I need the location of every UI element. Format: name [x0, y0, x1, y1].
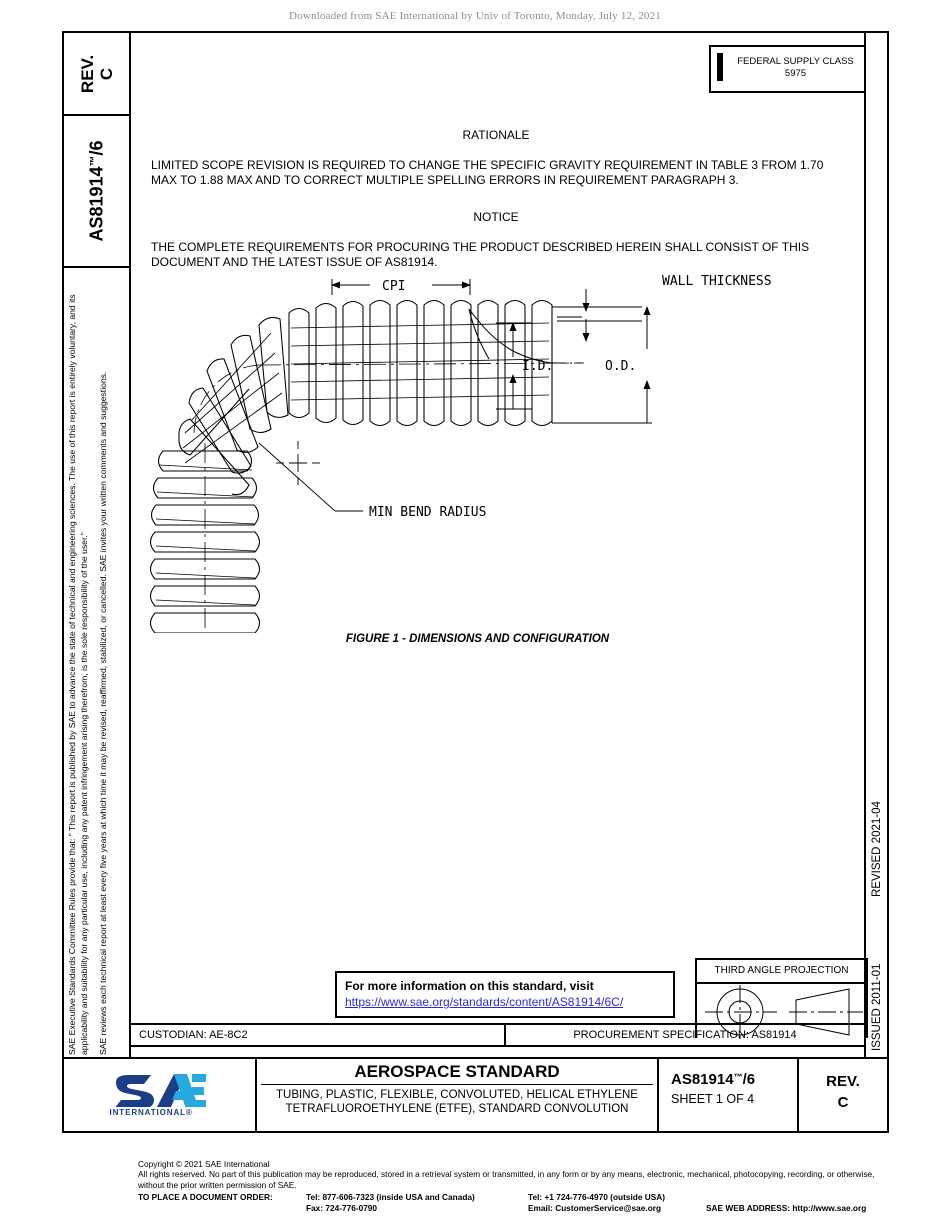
tel-outside-usa: Tel: +1 724-776-4970 (outside USA): [528, 1192, 666, 1203]
tel-inside-usa: Tel: 877-606-7323 (inside USA and Canada…: [306, 1192, 475, 1203]
figure-caption: FIGURE 1 - DIMENSIONS AND CONFIGURATION: [345, 633, 610, 645]
email-address: Email: CustomerService@sae.org: [528, 1203, 662, 1214]
custodian-cell: CUSTODIAN: AE-8C2: [131, 1025, 506, 1045]
document-number-box: AS81914™/6: [64, 116, 129, 268]
title-rev-label: REV.: [826, 1073, 860, 1090]
title-doc-number: AS81914: [671, 1071, 734, 1088]
more-information-box: For more information on this standard, v…: [335, 971, 675, 1018]
min-bend-radius-label: MIN BEND RADIUS: [369, 505, 486, 520]
page-footer: Copyright © 2021 SAE International All r…: [138, 1159, 898, 1214]
document-frame: REV. C AS81914™/6 SAE Executive Standard…: [62, 31, 889, 1059]
trademark-symbol: ™: [88, 155, 100, 167]
rationale-text: LIMITED SCOPE REVISION IS REQUIRED TO CH…: [151, 158, 824, 187]
document-id-cell: AS81914™/6 SHEET 1 OF 4: [659, 1059, 799, 1131]
wall-thickness-label: WALL THICKNESS: [662, 274, 772, 289]
outer-diameter-label: O.D.: [605, 359, 636, 374]
right-margin-strip: ISSUED 2011-01 REVISED 2021-04: [864, 33, 887, 1057]
title-cell: AEROSPACE STANDARD TUBING, PLASTIC, FLEX…: [257, 1059, 659, 1131]
document-suffix: /6: [86, 140, 106, 156]
order-info-row: TO PLACE A DOCUMENT ORDER: Tel: 877-606-…: [138, 1192, 898, 1214]
title-rev-value: C: [837, 1094, 849, 1111]
sae-logo-cell: INTERNATIONAL®: [64, 1059, 257, 1131]
left-margin-strip: REV. C AS81914™/6 SAE Executive Standard…: [64, 33, 131, 1057]
date-strip: ISSUED 2011-01 REVISED 2021-04: [866, 737, 889, 1057]
convoluted-tube-diagram: CPI WALL THICKNESS I.D. O.D. MIN BEND RA…: [149, 274, 772, 634]
issued-date: ISSUED 2011-01: [871, 963, 883, 1051]
inner-diameter-label: I.D.: [522, 359, 553, 374]
figure-1-drawing: CPI WALL THICKNESS I.D. O.D. MIN BEND RA…: [139, 273, 879, 634]
sae-logo-subtext: INTERNATIONAL®: [109, 1108, 193, 1117]
fsc-label: FEDERAL SUPPLY CLASS: [737, 56, 854, 67]
sae-logo: INTERNATIONAL®: [108, 1073, 212, 1117]
procurement-cell: PROCUREMENT SPECIFICATION: AS81914: [573, 1029, 797, 1041]
title-doc-suffix: /6: [742, 1071, 756, 1088]
more-info-text: For more information on this standard, v…: [345, 979, 594, 993]
sheet-number: SHEET 1 OF 4: [671, 1092, 755, 1106]
web-address: SAE WEB ADDRESS: http://www.sae.org: [706, 1203, 867, 1214]
copyright-line: Copyright © 2021 SAE International: [138, 1159, 270, 1169]
document-body: RATIONALE LIMITED SCOPE REVISION IS REQU…: [151, 128, 841, 292]
revision-cell: REV. C: [799, 1059, 887, 1131]
sae-logo-icon: [113, 1074, 206, 1109]
order-label: TO PLACE A DOCUMENT ORDER:: [138, 1192, 273, 1203]
standard-type: AEROSPACE STANDARD: [261, 1059, 653, 1085]
fsc-bar-icon: [717, 53, 723, 81]
notice-heading: NOTICE: [473, 210, 519, 224]
third-angle-projection-box: THIRD ANGLE PROJECTION: [695, 958, 868, 1040]
legal-paragraph-2: SAE reviews each technical report at lea…: [98, 371, 109, 1055]
revision-box: REV. C: [64, 33, 129, 116]
download-banner: Downloaded from SAE International by Uni…: [289, 10, 661, 22]
standard-description: TUBING, PLASTIC, FLEXIBLE, CONVOLUTED, H…: [276, 1089, 638, 1115]
notice-text: THE COMPLETE REQUIREMENTS FOR PROCURING …: [151, 240, 810, 269]
title-trademark-symbol: ™: [733, 1072, 743, 1082]
legal-notice-rotated: SAE Executive Standards Committee Rules …: [64, 264, 131, 1057]
revision-value: C: [96, 67, 116, 80]
title-block: INTERNATIONAL® AEROSPACE STANDARD TUBING…: [62, 1059, 889, 1133]
fax-number: Fax: 724-776-0790: [306, 1203, 378, 1214]
document-number: AS81914: [86, 166, 106, 242]
revised-date: REVISED 2021-04: [871, 801, 883, 897]
third-angle-title: THIRD ANGLE PROJECTION: [697, 960, 866, 984]
rights-line: All rights reserved. No part of this pub…: [138, 1169, 875, 1190]
standard-url-link[interactable]: https://www.sae.org/standards/content/AS…: [345, 995, 624, 1009]
rationale-heading: RATIONALE: [462, 128, 530, 142]
revision-label: REV.: [77, 54, 97, 93]
custodian-row: CUSTODIAN: AE-8C2 PROCUREMENT SPECIFICAT…: [131, 1023, 864, 1047]
legal-paragraph-1: SAE Executive Standards Committee Rules …: [67, 294, 89, 1055]
fsc-value: 5975: [784, 68, 807, 79]
federal-supply-class-box: FEDERAL SUPPLY CLASS 5975: [709, 45, 866, 93]
cpi-label: CPI: [382, 279, 405, 294]
